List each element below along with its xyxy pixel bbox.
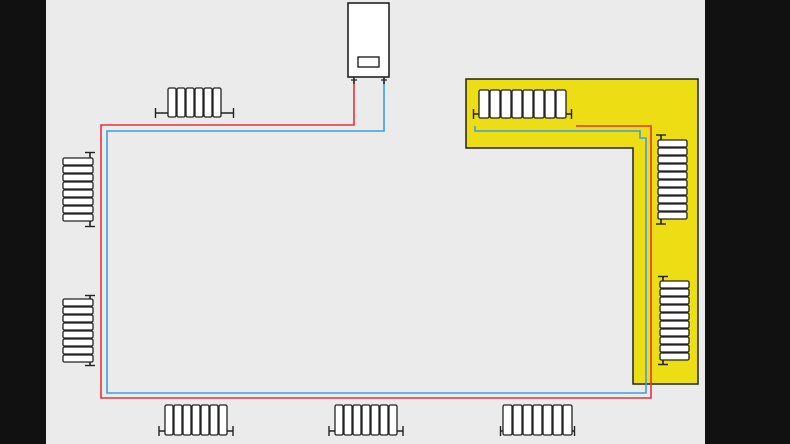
boiler — [347, 2, 390, 84]
radiator-fin — [62, 165, 94, 174]
radiator-left-upper — [62, 151, 95, 228]
radiator-fin — [659, 344, 690, 353]
boiler-control-panel — [357, 56, 380, 68]
radiator-fin — [555, 89, 567, 119]
radiator-fin — [62, 157, 94, 166]
radiator-fin — [182, 404, 192, 436]
radiator-fin — [62, 306, 94, 315]
radiator-fin — [657, 195, 688, 204]
radiator-fin — [542, 404, 553, 436]
radiator-fin — [379, 404, 389, 436]
radiator-fin — [478, 89, 490, 119]
left-frame-bar — [0, 0, 46, 444]
radiator-fin — [62, 338, 94, 347]
radiator-fin — [659, 336, 690, 345]
radiator-fin — [657, 155, 688, 164]
radiator-fin — [659, 288, 690, 297]
radiator-fin — [62, 322, 94, 331]
radiator-fin — [62, 189, 94, 198]
radiator-fin — [343, 404, 353, 436]
radiator-fin — [164, 404, 174, 436]
radiator-fin — [191, 404, 201, 436]
radiators — [62, 87, 690, 436]
radiator-fin — [62, 298, 94, 307]
radiator-bottom-1 — [158, 404, 234, 436]
radiator-fin — [657, 187, 688, 196]
radiator-fin — [659, 328, 690, 337]
radiator-fin — [334, 404, 344, 436]
pipe-network — [100, 83, 652, 399]
radiator-bottom-2 — [328, 404, 404, 436]
radiator-fin — [511, 89, 523, 119]
radiator-fin — [185, 87, 195, 118]
radiator-top-right — [472, 89, 573, 119]
radiator-fin — [62, 354, 94, 363]
radiator-fin — [659, 352, 690, 361]
radiator-fin — [544, 89, 556, 119]
boiler-body — [347, 2, 390, 78]
supply-pipe — [100, 83, 652, 399]
radiator-fin — [62, 205, 94, 214]
radiator-fin — [562, 404, 573, 436]
radiator-right-upper — [656, 134, 688, 225]
radiator-fin — [659, 312, 690, 321]
radiator-fin — [203, 87, 213, 118]
radiator-fin — [352, 404, 362, 436]
radiator-fin — [657, 211, 688, 220]
return-pipe — [106, 83, 647, 394]
radiator-fin — [62, 181, 94, 190]
radiator-fin — [388, 404, 398, 436]
radiator-fin — [502, 404, 513, 436]
radiator-fin — [512, 404, 523, 436]
radiator-fin — [500, 89, 512, 119]
radiator-fin — [532, 404, 543, 436]
radiator-fin — [657, 171, 688, 180]
radiator-fin — [176, 87, 186, 118]
radiator-fin — [657, 139, 688, 148]
radiator-fin — [62, 346, 94, 355]
radiator-fin — [62, 197, 94, 206]
radiator-fin — [370, 404, 380, 436]
radiator-fin — [62, 213, 94, 222]
radiator-fin — [173, 404, 183, 436]
radiator-fin — [167, 87, 177, 118]
radiator-right-lower — [658, 275, 690, 366]
radiator-fin — [522, 404, 533, 436]
radiator-fin — [552, 404, 563, 436]
radiator-fin — [659, 304, 690, 313]
radiator-fin — [212, 87, 222, 118]
radiator-fin — [194, 87, 204, 118]
radiator-fin — [209, 404, 219, 436]
highlighted-zone — [465, 78, 699, 385]
radiator-fin — [533, 89, 545, 119]
radiator-fin — [659, 280, 690, 289]
radiator-fin — [522, 89, 534, 119]
radiator-fin — [218, 404, 228, 436]
radiator-fin — [62, 314, 94, 323]
radiator-fin — [489, 89, 501, 119]
radiator-top-left — [154, 87, 235, 118]
radiator-fin — [659, 296, 690, 305]
right-frame-bar — [705, 0, 790, 444]
radiator-fin — [62, 330, 94, 339]
radiator-fin — [657, 203, 688, 212]
radiator-fin — [657, 179, 688, 188]
radiator-fin — [200, 404, 210, 436]
radiator-fin — [361, 404, 371, 436]
radiator-fin — [62, 173, 94, 182]
radiator-fin — [659, 320, 690, 329]
radiator-bottom-3 — [499, 404, 576, 436]
radiator-left-lower — [62, 294, 95, 367]
radiator-fin — [657, 163, 688, 172]
radiator-fin — [657, 147, 688, 156]
